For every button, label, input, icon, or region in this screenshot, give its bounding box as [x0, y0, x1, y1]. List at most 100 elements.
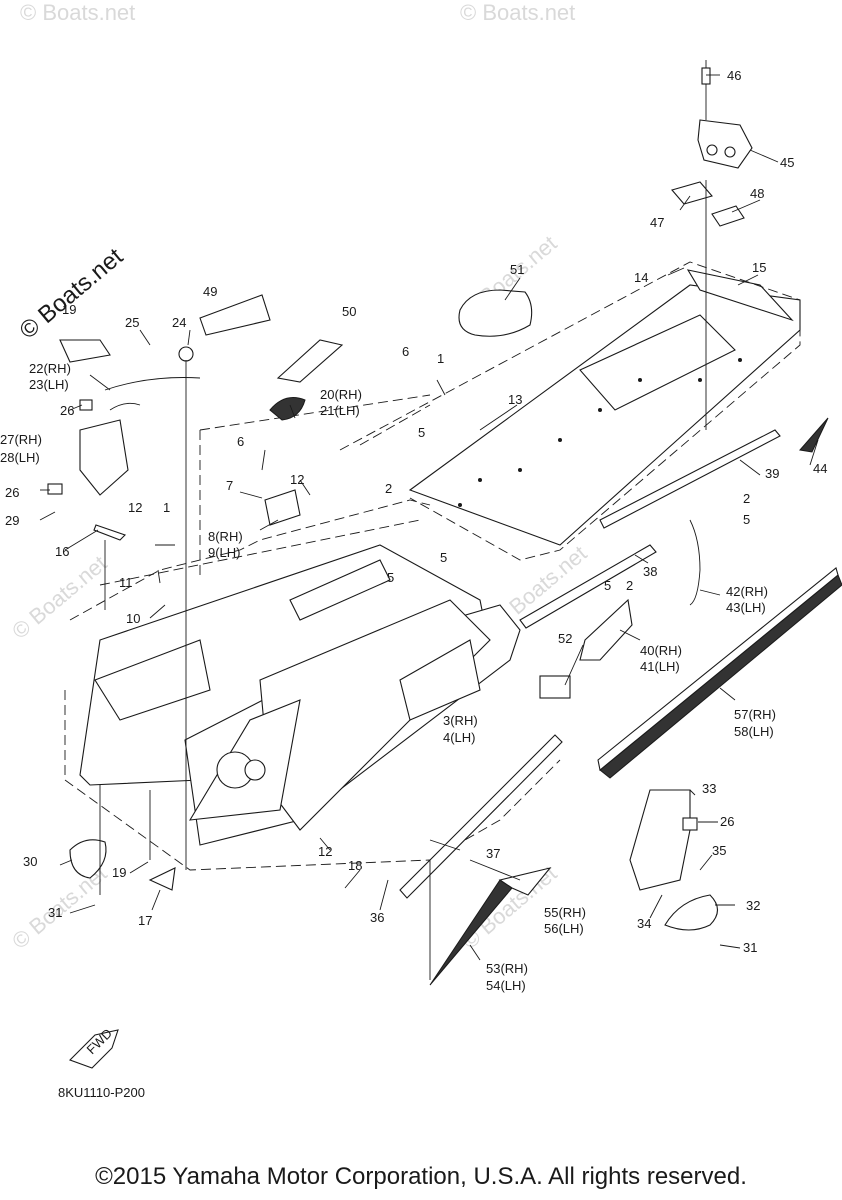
- pad-48: [711, 205, 745, 227]
- callout-5: 5: [418, 425, 425, 440]
- plate-33: [629, 789, 691, 891]
- callout-58: 58(LH): [734, 724, 774, 739]
- clip-26: [682, 817, 698, 831]
- pad-51: [458, 289, 533, 337]
- callout-50: 50: [342, 304, 356, 319]
- mount-8: [264, 489, 301, 526]
- watermark: © Boats.net: [20, 0, 135, 25]
- callout-9: 9(LH): [208, 545, 241, 560]
- rail-39: [599, 429, 781, 529]
- callout-15: 15: [752, 260, 766, 275]
- callout-43: 43(LH): [726, 600, 766, 615]
- callout-46: 46: [727, 68, 741, 83]
- callout-48: 48: [750, 186, 764, 201]
- callout-49: 49: [203, 284, 217, 299]
- plate-17: [148, 867, 176, 891]
- copyright-notice: ©2015 Yamaha Motor Corporation, U.S.A. A…: [95, 1163, 747, 1190]
- step-30: [69, 839, 107, 879]
- callout-10: 10: [126, 611, 140, 626]
- callout-28: 28(LH): [0, 450, 40, 465]
- callout-26: 26: [720, 814, 734, 829]
- decal-55: [498, 867, 552, 896]
- hose-42: [689, 519, 701, 606]
- callout-14: 14: [634, 270, 648, 285]
- callout-53: 53(RH): [486, 961, 528, 976]
- callout-2: 2: [385, 481, 392, 496]
- callout-41: 41(LH): [640, 659, 680, 674]
- callout-32: 32: [746, 898, 760, 913]
- callout-31: 31: [743, 940, 757, 955]
- callout-37: 37: [486, 846, 500, 861]
- callout-6: 6: [237, 434, 244, 449]
- callout-3: 3(RH): [443, 713, 478, 728]
- fwd-arrow: FWD: [69, 1026, 119, 1069]
- callout-5: 5: [604, 578, 611, 593]
- tunnel-deck: [408, 269, 801, 546]
- callout-5: 5: [387, 570, 394, 585]
- callout-23: 23(LH): [29, 377, 69, 392]
- callout-44: 44: [813, 461, 827, 476]
- callout-labels: 46 45 47 48 51 14 15 49 50 19 25 24 6 1 …: [0, 68, 827, 993]
- callout-24: 24: [172, 315, 186, 330]
- callout-39: 39: [765, 466, 779, 481]
- watermark: © Boats.net: [460, 0, 575, 25]
- callout-12: 12: [128, 500, 142, 515]
- watermark-main: © Boats.net: [15, 243, 129, 345]
- main-frame: [79, 544, 521, 846]
- strap-22: [104, 377, 201, 411]
- pad-49: [199, 294, 271, 336]
- callout-29: 29: [5, 513, 19, 528]
- callout-12: 12: [318, 844, 332, 859]
- callout-47: 47: [650, 215, 664, 230]
- callout-2: 2: [743, 491, 750, 506]
- callout-16: 16: [55, 544, 69, 559]
- tube-37: [399, 734, 563, 899]
- callout-21: 21(LH): [320, 403, 360, 418]
- callout-18: 18: [348, 858, 362, 873]
- callout-1: 1: [163, 500, 170, 515]
- watermark: © Boats.net: [7, 551, 111, 644]
- callout-55: 55(RH): [544, 905, 586, 920]
- callout-35: 35: [712, 843, 726, 858]
- callout-31: 31: [48, 905, 62, 920]
- bracket-27: [79, 419, 129, 496]
- callout-19: 19: [62, 302, 76, 317]
- drawing-code: 8KU1110-P200: [58, 1085, 145, 1100]
- rail-38: [519, 544, 657, 629]
- callout-8: 8(RH): [208, 529, 243, 544]
- part-19: [59, 339, 111, 363]
- callout-17: 17: [138, 913, 152, 928]
- clip-26: [47, 483, 63, 495]
- pad-47: [671, 181, 713, 205]
- callout-45: 45: [780, 155, 794, 170]
- callout-5: 5: [440, 550, 447, 565]
- callout-4: 4(LH): [443, 730, 476, 745]
- callout-33: 33: [702, 781, 716, 796]
- callout-54: 54(LH): [486, 978, 526, 993]
- callout-36: 36: [370, 910, 384, 925]
- callout-52: 52: [558, 631, 572, 646]
- callout-22: 22(RH): [29, 361, 71, 376]
- leader-lines: [39, 74, 819, 980]
- callout-25: 25: [125, 315, 139, 330]
- callout-6: 6: [402, 344, 409, 359]
- filter-52: [539, 675, 571, 699]
- nut-24: [178, 346, 194, 362]
- callout-2: 2: [626, 578, 633, 593]
- pad-50: [276, 339, 344, 383]
- callout-1: 1: [437, 351, 444, 366]
- callout-26: 26: [5, 485, 19, 500]
- callout-5: 5: [743, 512, 750, 527]
- callout-11: 11: [119, 575, 133, 590]
- callout-56: 56(LH): [544, 921, 584, 936]
- callout-12: 12: [290, 472, 304, 487]
- clip-26: [79, 399, 93, 411]
- callout-42: 42(RH): [726, 584, 768, 599]
- callout-27: 27(RH): [0, 432, 42, 447]
- callout-13: 13: [508, 392, 522, 407]
- callout-51: 51: [510, 262, 524, 277]
- callout-7: 7: [226, 478, 233, 493]
- reinforcement-44: [799, 417, 829, 453]
